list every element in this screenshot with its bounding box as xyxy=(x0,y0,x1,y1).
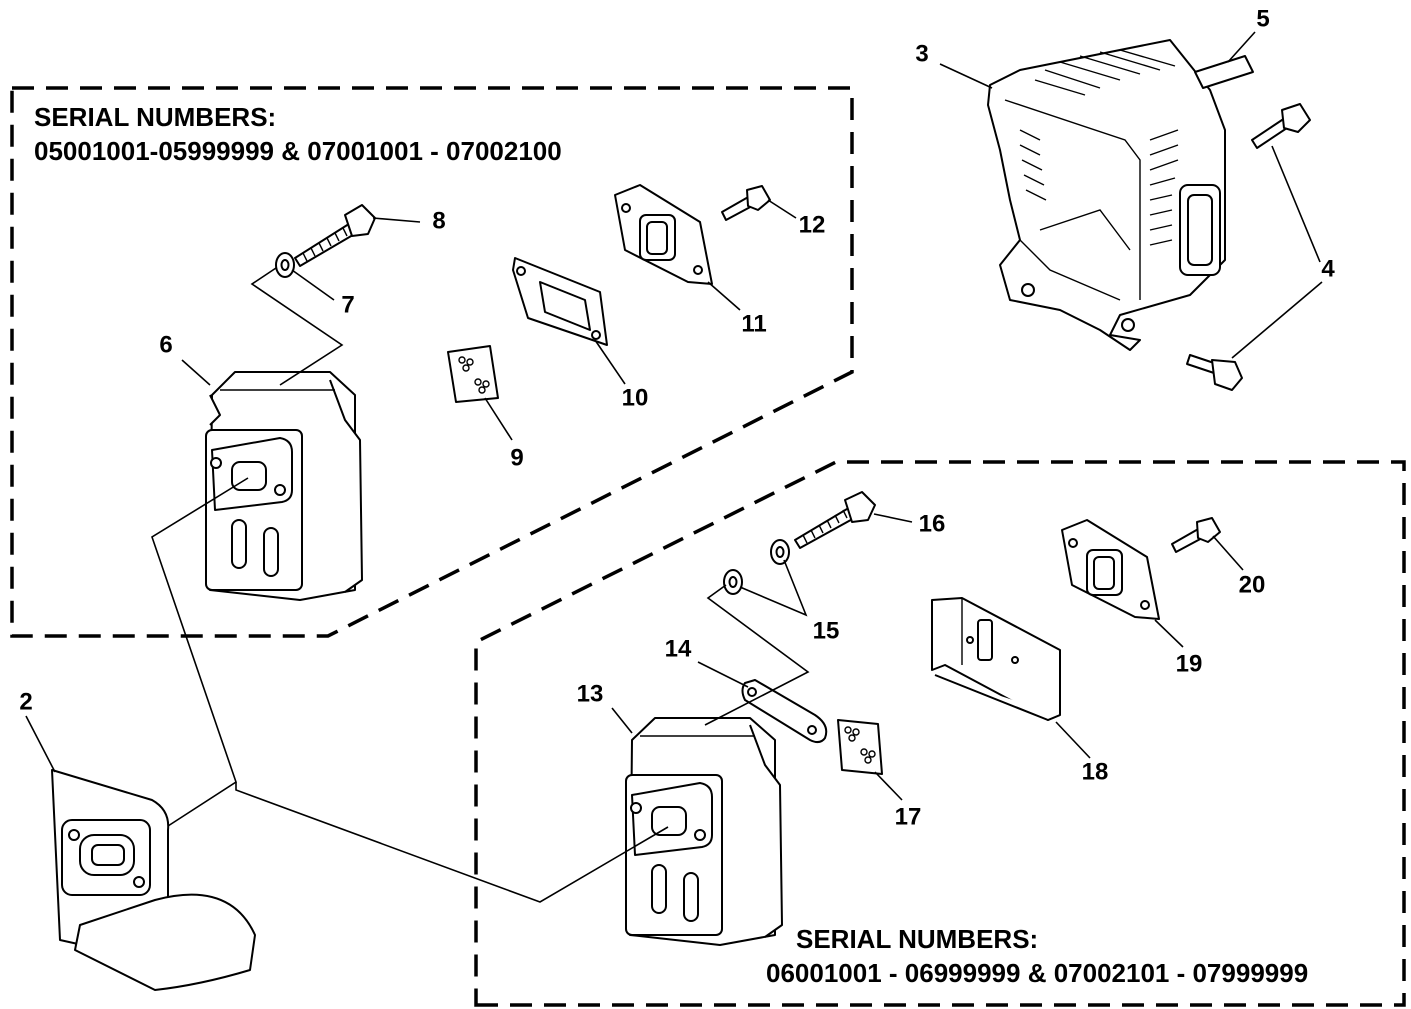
part-2-heat-shield[interactable] xyxy=(51,769,256,991)
part-4-screw-upper[interactable] xyxy=(1251,103,1311,149)
callout-7: 7 xyxy=(341,291,354,318)
part-15-washer-b[interactable] xyxy=(770,539,790,565)
callout-11: 11 xyxy=(741,310,766,337)
callout-3: 3 xyxy=(915,40,928,67)
part-10-gasket[interactable] xyxy=(512,257,608,346)
part-3-muffler-cover[interactable] xyxy=(987,39,1226,351)
callout-10: 10 xyxy=(622,384,649,411)
callout-6: 6 xyxy=(159,331,172,358)
callout-20: 20 xyxy=(1239,571,1266,598)
serial-group-1: SERIAL NUMBERS: 05001001-05999999 & 0700… xyxy=(34,100,562,168)
part-19-exhaust-gasket[interactable] xyxy=(1061,519,1160,620)
callout-4: 4 xyxy=(1321,255,1335,282)
serial-group-2-boundary xyxy=(474,460,1406,1007)
serial-heading-1: SERIAL NUMBERS: xyxy=(34,102,277,132)
callout-13: 13 xyxy=(577,680,604,707)
callout-5: 5 xyxy=(1256,5,1269,32)
callout-12: 12 xyxy=(799,211,826,238)
part-16-bolt[interactable] xyxy=(794,491,876,549)
callout-15: 15 xyxy=(813,617,840,644)
serial-range-1: 05001001-05999999 & 07001001 - 07002100 xyxy=(34,136,562,166)
callout-18: 18 xyxy=(1082,758,1109,785)
part-8-bolt[interactable] xyxy=(294,204,376,267)
serial-heading-2: SERIAL NUMBERS: xyxy=(796,924,1039,954)
callout-labels: 2 3 4 5 6 7 8 9 10 11 12 13 14 15 16 17 … xyxy=(19,5,1335,830)
serial-group-2: SERIAL NUMBERS: 06001001 - 06999999 & 07… xyxy=(766,922,1308,990)
part-7-washer[interactable] xyxy=(275,252,295,278)
part-9-spark-screen[interactable] xyxy=(447,345,499,403)
callout-19: 19 xyxy=(1176,650,1203,677)
callout-2: 2 xyxy=(19,688,32,715)
callout-16: 16 xyxy=(919,510,946,537)
callout-8: 8 xyxy=(432,207,445,234)
part-11-exhaust-gasket[interactable] xyxy=(614,184,713,285)
part-13-muffler[interactable] xyxy=(625,717,783,946)
callout-9: 9 xyxy=(510,444,523,471)
part-5-label[interactable] xyxy=(1194,55,1254,89)
serial-group-1-boundary xyxy=(10,86,854,638)
part-12-screw[interactable] xyxy=(721,185,771,221)
part-15-washer-a[interactable] xyxy=(723,569,743,595)
callout-17: 17 xyxy=(895,803,922,830)
part-20-screw[interactable] xyxy=(1171,517,1221,553)
part-17-spark-screen[interactable] xyxy=(837,719,883,775)
serial-range-2: 06001001 - 06999999 & 07002101 - 0799999… xyxy=(766,958,1309,988)
part-18-deflector[interactable] xyxy=(931,597,1061,721)
callout-14: 14 xyxy=(665,635,692,662)
part-4-screw-lower[interactable] xyxy=(1186,354,1243,391)
part-6-muffler[interactable] xyxy=(205,371,363,601)
leader-lines xyxy=(25,31,1323,903)
